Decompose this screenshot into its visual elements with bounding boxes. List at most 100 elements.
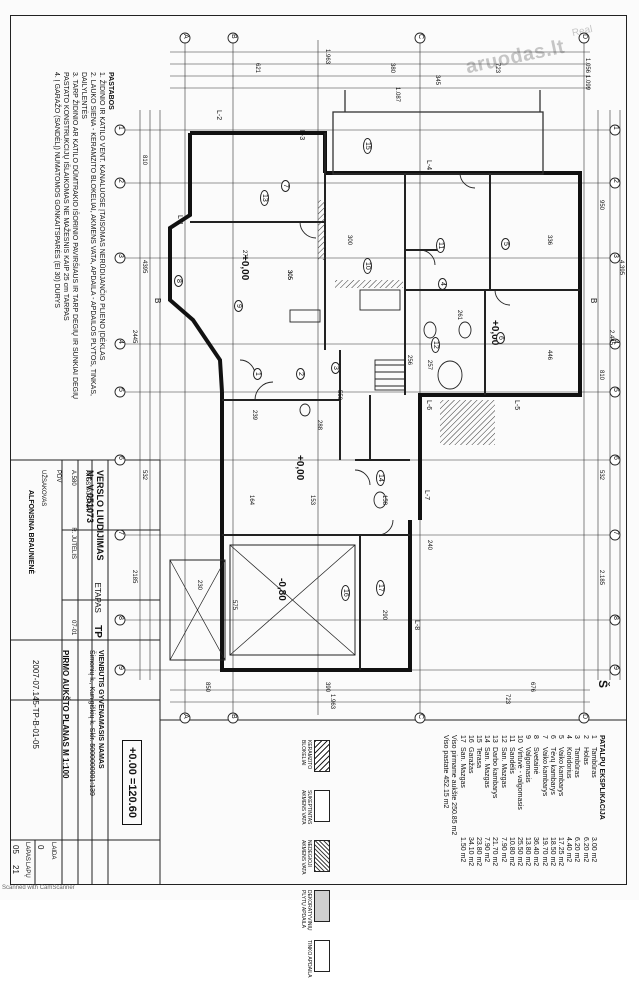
role-name: R. JUTELIS [70,527,76,560]
room-area: 19.70 m2 [540,837,548,867]
axis-label: 9 [612,666,619,670]
wall-label: L-5 [513,400,520,411]
drawing-number: 2007-07.145-TP-B-01-05 [31,660,40,749]
dimension-label: 810 [141,155,147,166]
room-name: Valgomasis [524,747,532,783]
axis-label: 4 [117,340,124,344]
dimension-label: 810 [598,370,604,381]
door-arcs [239,172,511,536]
wall-label: L-2 [215,110,222,121]
dimension-label: B [589,298,598,304]
total-all: Viso pastate 452.15 m2 [442,735,450,809]
room-number: 11 [507,735,515,743]
level-label: -0,80 [276,578,287,601]
dimension-label: 2445 [131,330,137,344]
room-name: San. Mazgas [499,747,507,788]
stage-label: ETAPAS [93,582,102,613]
room-tag: 10 [363,258,372,274]
notes-title: PASTABOS [107,72,114,110]
room-tag: 8 [174,275,183,287]
drawing-sheet: aruodas.lt Real [2,15,627,978]
dimension-label: 164 [248,495,254,506]
dimension-label: 532 [141,470,147,481]
room-area: 21.70 m2 [491,837,499,867]
axis-bubbles [114,32,621,724]
axis-label: D [581,34,588,40]
dimension-label: 2.185 [598,570,604,586]
axis-label: 8 [117,616,124,620]
axis-label: 1 [612,126,619,130]
dimension-label: 2.445 [608,330,614,346]
room-tag: 7 [281,180,290,192]
room-number: 3 [573,735,581,739]
room-number: 2 [581,735,589,739]
legend-item: NEDEGIOJI AKMENS VATA [300,840,330,882]
axis-label: C [417,714,424,720]
dimension-label: 676 [529,682,535,693]
role-label: A.580 [70,470,76,486]
room-area: 1.50 m2 [458,837,466,863]
legend-swatch [314,890,330,922]
dimension-label: 380 [389,63,395,74]
dimension-label: 271 [241,250,247,261]
note-line: 3. TARP ŽIDINIO AR KATILO DŪMTRAKIO IŠOR… [71,72,78,400]
dimension-label: 240 [426,540,432,551]
room-tag: 15 [363,138,372,154]
room-area: 3.00 m2 [589,837,597,863]
room-name: San. Mazgas [458,747,466,788]
legend-swatch [314,840,330,872]
room-number: 7 [540,735,548,739]
axis-label: B [230,714,237,719]
hatched-areas [169,200,495,661]
dimension-label: 1.087 [394,87,400,103]
dimension-label: B [153,298,162,304]
total-useful: Viso pirmame aukšte 250.85 m2 [450,735,458,836]
laida-value: 0 [36,845,45,850]
north-arrow: Š [596,680,610,689]
axis-label: 6 [612,456,619,460]
axis-label: 1 [117,126,124,130]
room-area: 10.80 m2 [507,837,515,867]
room-number: 4 [565,735,573,739]
room-area: 25.50 m2 [515,837,523,867]
dimension-label: 950 [598,200,604,211]
room-tag: 12 [431,337,440,353]
room-area: 34.10 m2 [466,837,474,867]
role-row: A.580 R. JUTELIS [70,470,76,559]
project-name: VIENBUTIS GYVENAMASIS NAMAS [97,650,104,769]
legend-item: SUKEPTINTAS AKMENS VATA [300,790,330,832]
room-tag: 5 [501,238,510,250]
dimension-label: 1.056 [584,58,590,74]
terrace [332,90,544,175]
axis-label: B [230,34,237,39]
axis-label: C [417,34,424,40]
room-number: 10 [515,735,523,743]
room-area: 6.20 m2 [581,837,589,863]
legend-swatch [314,740,330,772]
room-name: San. Mazgas [483,747,491,788]
room-name: Holas [581,747,589,765]
room-name: Vaiko kambarys [540,747,548,797]
dimension-label: 336 [546,235,552,246]
stage-value: TP [92,625,103,638]
room-tag: 2 [296,368,305,380]
date: 07-01 [70,620,76,636]
lapu-value: 21 [11,865,20,874]
room-tag: 14 [376,470,385,486]
legend-swatch [314,940,330,972]
room-number: 13 [491,735,499,743]
dimension-label: 1.099 [584,75,590,91]
room-number: 5 [556,735,564,739]
room-number: 17 [458,735,466,743]
axis-label: 3 [612,254,619,258]
note-line: 2. LAUKO SIENA - KERAMZITO BLOKELIAI, AK… [89,72,96,396]
